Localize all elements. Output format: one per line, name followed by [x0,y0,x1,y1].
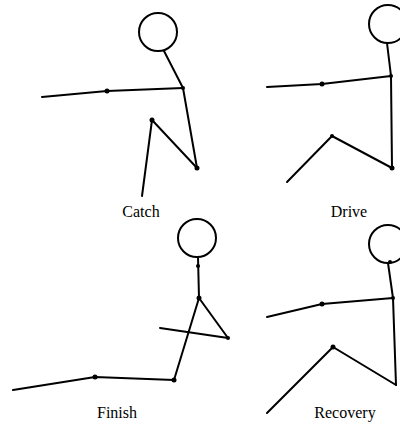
phase-label: Finish [97,404,137,422]
recovery-figure [267,225,400,413]
drive-figure [267,5,400,182]
finish-figure [13,219,230,390]
phase-label: Drive [331,203,367,221]
catch-figure [42,13,200,196]
phase-label: Catch [122,203,159,221]
phase-label: Recovery [314,404,375,422]
